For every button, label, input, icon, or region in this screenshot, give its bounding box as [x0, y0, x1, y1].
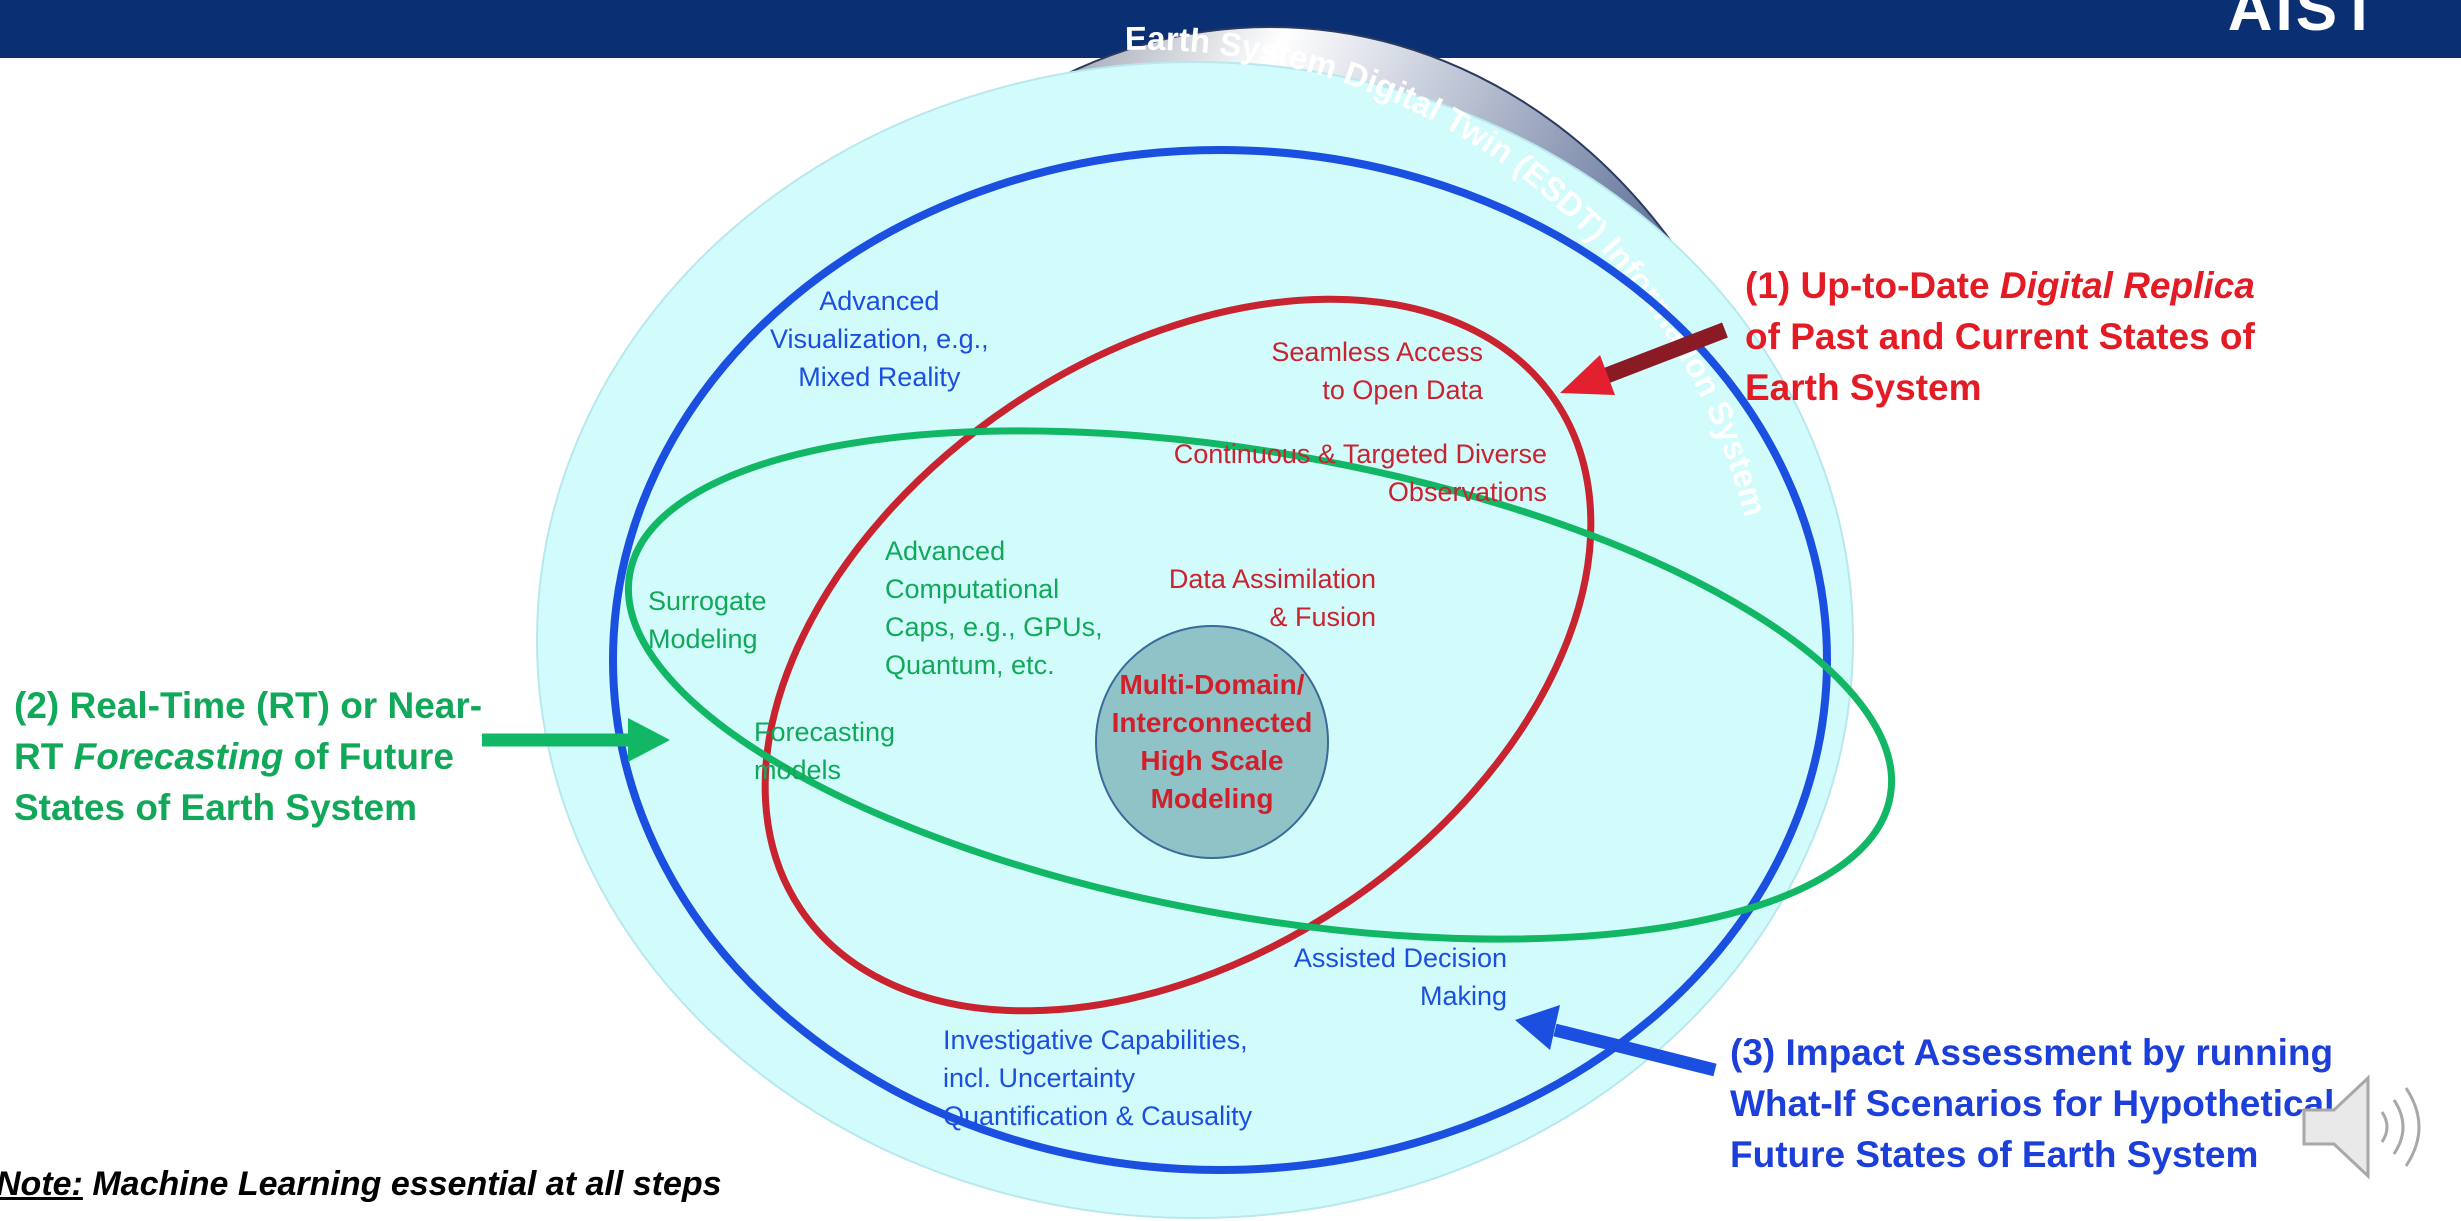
label-observations: Continuous & Targeted Diverse Observatio… — [1173, 439, 1547, 507]
label-advanced-computational: Advanced Computational Caps, e.g., GPUs,… — [885, 536, 1103, 680]
red-arrowhead — [1560, 355, 1615, 395]
blue-arrowhead — [1515, 1005, 1560, 1050]
label-assisted-decision: Assisted Decision Making — [1293, 943, 1507, 1011]
green-arrowhead — [628, 718, 670, 762]
label-forecasting: Forecasting models — [754, 717, 896, 785]
label-advanced-visualization: Advanced Visualization, e.g., Mixed Real… — [770, 286, 989, 392]
red-arrow — [1592, 322, 1728, 388]
callout-3-line1: (3) Impact Assessment by running — [1730, 1032, 2334, 1073]
callout-2-italic: Forecasting — [73, 736, 284, 777]
note-text: Machine Learning essential at all steps — [82, 1165, 722, 1203]
label-assimilation: Data Assimilation & Fusion — [1168, 564, 1376, 632]
callout-1-italic: Digital Replica — [1999, 265, 2255, 306]
callout-3-line2: What-If Scenarios for Hypothetical — [1730, 1083, 2335, 1124]
blue-arrow — [1553, 1023, 1717, 1077]
callout-digital-replica: (1) Up-to-Date Digital Replica of Past a… — [1745, 260, 2255, 413]
callout-forecasting: (2) Real-Time (RT) or Near- RT Forecasti… — [14, 680, 482, 833]
logo-text: AIST — [2227, 0, 2381, 44]
label-open-data: Seamless Access to Open Data — [1271, 337, 1483, 405]
green-ellipse — [624, 427, 1896, 943]
core-label: Multi-Domain/ Interconnected High Scale … — [1111, 669, 1313, 814]
core-circle: Multi-Domain/ Interconnected High Scale … — [1095, 625, 1329, 859]
speaker-icon[interactable] — [2298, 1072, 2448, 1182]
red-ellipse — [761, 295, 1595, 1015]
callout-3-line3: Future States of Earth System — [1730, 1134, 2259, 1175]
note-prefix: Note: — [0, 1165, 83, 1203]
callout-1-prefix: (1) Up-to-Date — [1745, 265, 2000, 306]
blue-ellipse — [609, 146, 1831, 1174]
callout-impact-assessment: (3) Impact Assessment by running What-If… — [1730, 1027, 2334, 1180]
callout-1-line3: Earth System — [1745, 367, 1982, 408]
note: Note: Machine Learning essential at all … — [0, 1165, 722, 1204]
callout-2-line3: States of Earth System — [14, 787, 418, 828]
callout-2-suffix: of Future — [283, 736, 454, 777]
callout-2-line1: (2) Real-Time (RT) or Near- — [14, 685, 483, 726]
label-surrogate: Surrogate Modeling — [648, 586, 767, 654]
callout-1-line2: of Past and Current States of — [1745, 316, 2255, 357]
callout-2-prefix: RT — [14, 736, 74, 777]
label-investigative: Investigative Capabilities, incl. Uncert… — [943, 1025, 1253, 1131]
